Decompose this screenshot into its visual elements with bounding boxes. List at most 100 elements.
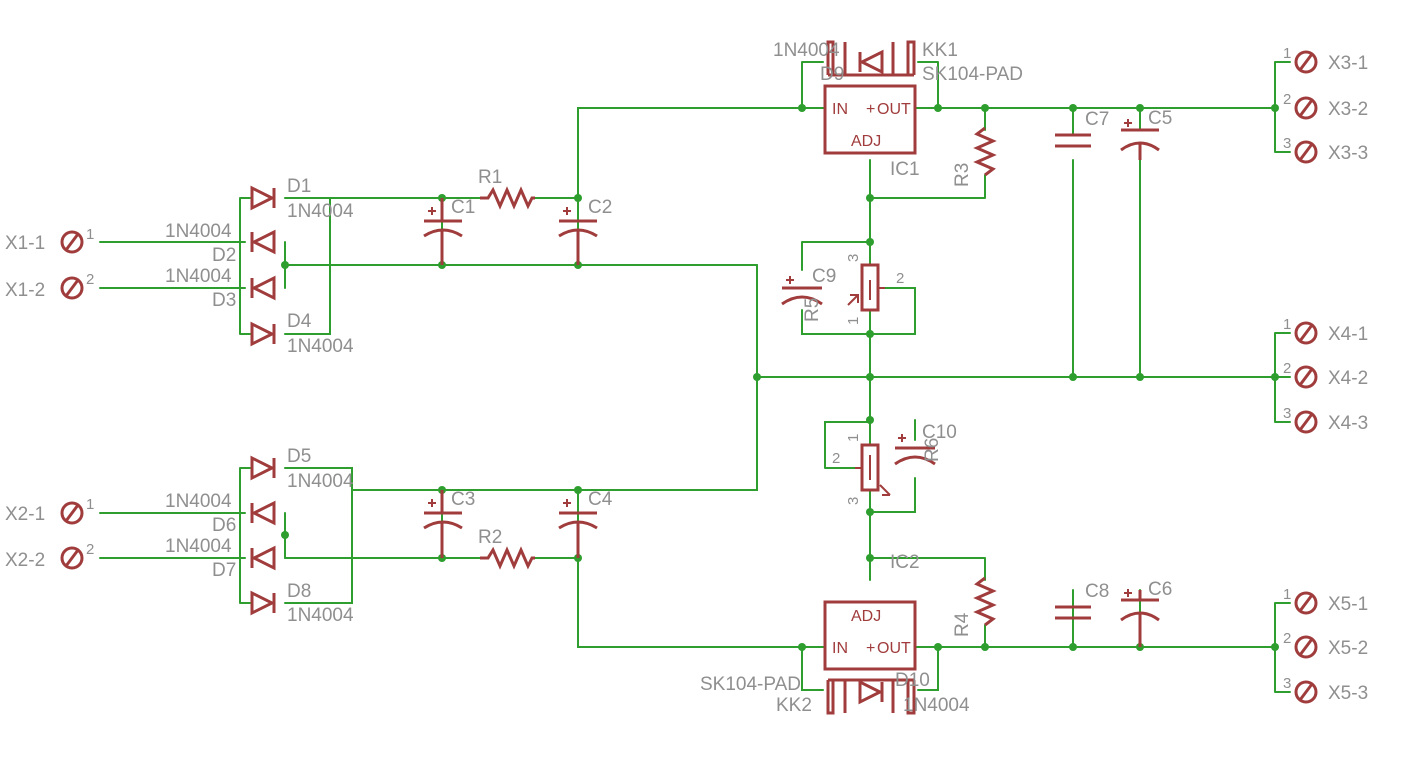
pin-label: 3: [1283, 135, 1291, 152]
diode-d5: D5 1N4004: [250, 446, 354, 492]
heatsink-name: KK2: [776, 695, 812, 716]
connector-label: X4-2: [1328, 368, 1368, 389]
pin-plus-label: +: [866, 101, 875, 118]
diode-d9: 1N4004 D9: [773, 40, 884, 85]
connector-x1-1: X1-1 1: [5, 226, 94, 254]
diode-value: 1N4004: [287, 471, 354, 492]
resistor-r1: R1: [478, 167, 535, 210]
diode-d4: D4 1N4004: [250, 311, 354, 357]
heatsink-package: SK104-PAD: [922, 64, 1023, 85]
diode-value: 1N4004: [165, 266, 232, 287]
heatsink-kk2: KK2 SK104-PAD: [700, 674, 916, 716]
capacitor-c8: C8: [1055, 581, 1109, 620]
pin-plus-label: +: [866, 640, 875, 657]
capacitor-c2: C2: [558, 197, 612, 265]
capacitor-name: C7: [1085, 109, 1109, 130]
regulator-ic2: ADJ IN + OUT IC2: [823, 552, 920, 671]
pin-label: 3: [1283, 405, 1291, 422]
diode-name: D3: [212, 290, 236, 311]
capacitor-name: C3: [451, 489, 475, 510]
regulator-ic1: IN + OUT ADJ IC1: [823, 84, 920, 180]
connector-label: X3-1: [1328, 53, 1368, 74]
diode-value: 1N4004: [903, 695, 970, 716]
pot-pin-label: 3: [845, 497, 862, 505]
diode-name: D5: [287, 446, 311, 467]
diode-d10: D10 1N4004: [858, 670, 970, 716]
diode-d2: 1N4004 D2: [165, 221, 276, 266]
connector-label: X3-3: [1328, 143, 1368, 164]
resistor-r4: R4: [952, 576, 997, 637]
connector-label: X1-1: [5, 233, 45, 254]
capacitor-c10: C10: [894, 422, 957, 466]
diode-name: D8: [287, 581, 311, 602]
connector-x3-2: X3-2 2: [1283, 91, 1368, 120]
pin-label: 1: [1283, 45, 1291, 62]
pin-label: 1: [86, 226, 94, 243]
connector-label: X2-1: [5, 504, 45, 525]
diode-name: D4: [287, 311, 312, 332]
pin-label: 3: [1283, 675, 1291, 692]
resistor-name: R5: [802, 298, 823, 322]
capacitor-c9: C9: [781, 266, 836, 306]
pin-adj-label: ADJ: [851, 133, 881, 150]
connector-label: X1-2: [5, 280, 45, 301]
diode-value: 1N4004: [773, 40, 840, 61]
diode-d3: 1N4004 D3: [165, 266, 276, 311]
diode-name: D10: [895, 670, 930, 691]
diode-name: D6: [212, 515, 236, 536]
diode-value: 1N4004: [287, 336, 354, 357]
pot-pin-label: 1: [845, 317, 862, 325]
diode-name: D1: [287, 176, 311, 197]
pin-label: 2: [1283, 360, 1291, 377]
resistor-r3: R3: [952, 126, 997, 187]
capacitor-name: C4: [588, 489, 613, 510]
resistor-name: R1: [478, 167, 502, 188]
diode-value: 1N4004: [165, 491, 232, 512]
capacitor-c3: C3: [423, 489, 475, 558]
pot-pin-label: 2: [832, 450, 840, 467]
capacitor-c4: C4: [558, 489, 613, 558]
connector-x5-2: X5-2 2: [1283, 630, 1368, 659]
pin-label: 1: [86, 496, 94, 513]
capacitor-c1: C1: [423, 197, 475, 265]
diode-name: D7: [212, 560, 236, 581]
connector-x5-1: X5-1 1: [1283, 586, 1368, 615]
connector-label: X4-1: [1328, 324, 1368, 345]
connector-label: X5-3: [1328, 683, 1368, 704]
capacitor-name: C9: [812, 266, 836, 287]
pin-in-label: IN: [832, 640, 848, 657]
capacitor-c6: C6: [1120, 579, 1172, 647]
connector-x4-3: X4-3 3: [1283, 405, 1368, 434]
pin-label: 2: [1283, 91, 1291, 108]
pin-adj-label: ADJ: [851, 608, 881, 625]
diode-name: D9: [820, 64, 844, 85]
capacitor-name: C1: [451, 197, 475, 218]
connector-x4-1: X4-1 1: [1283, 316, 1368, 345]
pin-label: 2: [86, 271, 94, 288]
connector-x2-1: X2-1 1: [5, 496, 94, 525]
connector-x1-2: X1-2 2: [5, 271, 94, 301]
diode-value: 1N4004: [165, 221, 232, 242]
connector-x5-3: X5-3 3: [1283, 675, 1368, 704]
heatsink-name: KK1: [922, 40, 958, 61]
connector-label: X3-2: [1328, 99, 1368, 120]
pin-in-label: IN: [832, 101, 848, 118]
pot-pin-label: 3: [845, 254, 862, 262]
resistor-name: R3: [952, 163, 973, 187]
connector-label: X4-3: [1328, 413, 1368, 434]
diode-d8: D8 1N4004: [250, 581, 354, 626]
pin-label: 2: [86, 541, 94, 558]
resistor-r2: R2: [478, 527, 535, 570]
capacitor-name: C5: [1148, 108, 1172, 129]
pin-out-label: OUT: [877, 101, 911, 118]
heatsink-kk1: KK1 SK104-PAD: [826, 40, 1023, 85]
pin-out-label: OUT: [877, 640, 911, 657]
connector-x3-1: X3-1 1: [1283, 45, 1368, 74]
capacitor-c7: C7: [1055, 109, 1109, 148]
potentiometer-r6: R6 1 2 3: [832, 434, 943, 505]
connector-label: X2-2: [5, 550, 45, 571]
connector-x3-3: X3-3 3: [1283, 135, 1368, 164]
pot-pin-label: 2: [896, 270, 904, 287]
connector-label: X5-1: [1328, 594, 1368, 615]
